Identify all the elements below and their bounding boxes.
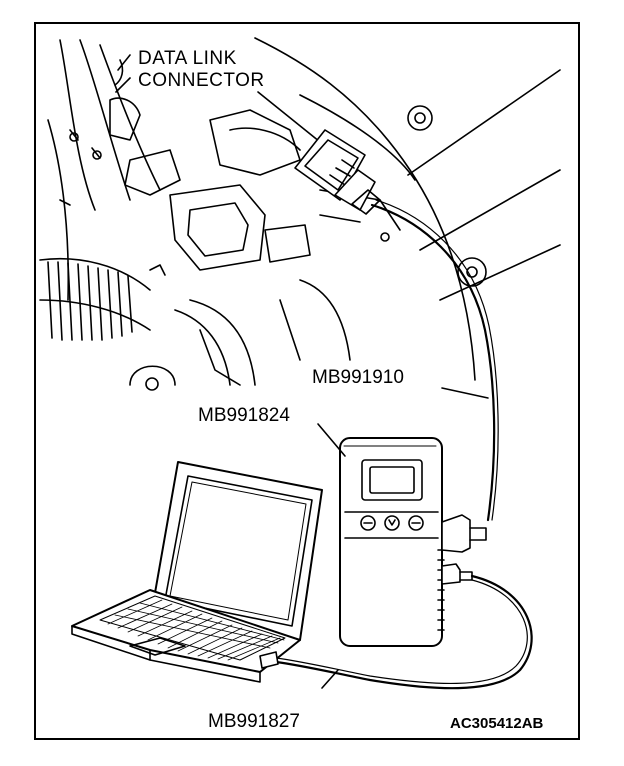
data-link-label-line1: DATA LINK	[138, 48, 237, 69]
vci-mb991824-label: MB991824	[198, 405, 290, 426]
vci-device-drawing	[317, 423, 487, 647]
obd-connector-drawing	[294, 129, 381, 215]
cable-mb991827-label: MB991827	[208, 711, 300, 732]
cable-mb991910	[370, 199, 499, 522]
cable-mb991827	[274, 574, 533, 690]
data-link-label-line2: CONNECTOR	[138, 70, 265, 91]
cable-mb991910-label: MB991910	[312, 367, 404, 388]
figure-code: AC305412AB	[450, 715, 544, 732]
laptop-drawing	[71, 461, 323, 683]
